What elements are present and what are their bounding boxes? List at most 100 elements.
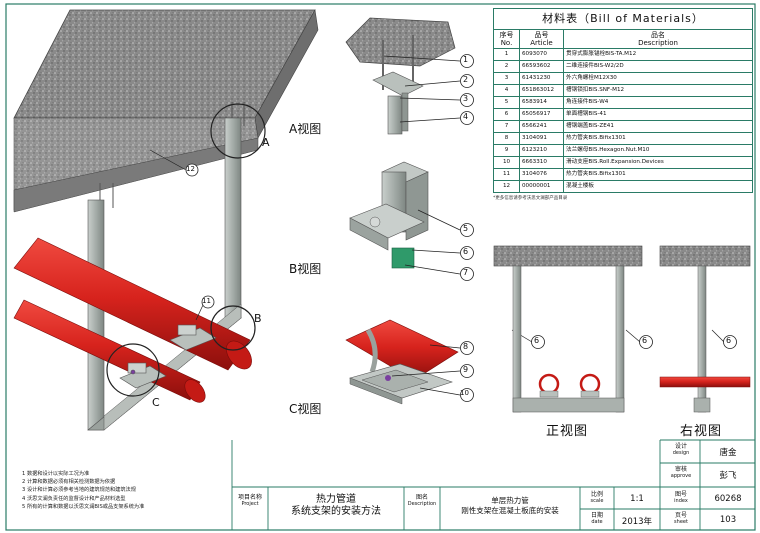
bom-row-description: 混凝土楼板 — [563, 180, 753, 193]
isometric-view — [13, 9, 319, 431]
bom-row-number: 6 — [493, 108, 520, 121]
right-elevation — [659, 245, 751, 413]
bom-row-description: 槽钢端盖BIS-ZE41 — [563, 120, 753, 133]
callout-9: 9 — [463, 365, 469, 374]
index-label: 图号 index — [674, 491, 688, 504]
index-value: 60268 — [714, 494, 742, 504]
detail-label-c: C — [152, 396, 160, 409]
scale-label: 比例 scale — [590, 491, 604, 504]
general-notes: 1 数据和设计以实际工况为准 2 计算和数据必须有相关检测数据为依据 3 设计和… — [22, 470, 144, 511]
sheet-border — [5, 3, 756, 531]
approver-label: 审核 approve — [670, 466, 692, 479]
detail-label-a: A — [262, 136, 270, 149]
callout-10: 10 — [460, 389, 469, 397]
bom-row-number: 5 — [493, 96, 520, 109]
detail-circle-c — [106, 343, 160, 397]
callout-12: 12 — [186, 165, 195, 173]
bom-row-number: 7 — [493, 120, 520, 133]
bom-row-article: 6566241 — [519, 120, 564, 133]
project-label: 项目名称 Project — [237, 494, 262, 507]
sheet-value: 103 — [719, 515, 737, 525]
bom-row-description: 外六角螺栓M12X30 — [563, 72, 753, 85]
detail-label-b: B — [254, 312, 262, 325]
callout-1: 1 — [463, 55, 469, 64]
callout-3: 3 — [463, 94, 469, 103]
designer-label: 设计 design — [672, 443, 690, 456]
bom-row-article: 6093070 — [519, 48, 564, 61]
callout-11-circle — [201, 295, 215, 309]
title-block-grid — [231, 439, 755, 530]
bom-row-article: 6583914 — [519, 96, 564, 109]
bom-footnote: *更多信息请参考沃思文澜部产品目录 — [493, 196, 568, 201]
bom-row-number: 2 — [493, 60, 520, 73]
detail-circle-a — [210, 103, 266, 159]
callout-5: 5 — [463, 224, 469, 233]
bom-row-article: 3104091 — [519, 132, 564, 145]
callout-11: 11 — [202, 297, 211, 305]
bom-row-number: 8 — [493, 132, 520, 145]
view-title-front: 正视图 — [546, 424, 589, 439]
bom-row-article: 6123210 — [519, 144, 564, 157]
callout-6-right-view: 6 — [726, 336, 732, 345]
bom-row-number: 1 — [493, 48, 520, 61]
callout-2: 2 — [463, 75, 469, 84]
sheet-label: 页号 sheet — [674, 512, 688, 525]
bom-row-description: 二维连接件BIS-W2/2D — [563, 60, 753, 73]
bom-row-description: 滑动支座BIS.Roll.Expansion.Devices — [563, 156, 753, 169]
note-line: 4 沃思文澜负责任的监督设计和产品材料选型 — [22, 495, 126, 502]
bom-row-article: 3104076 — [519, 168, 564, 181]
callout-6-front-left: 6 — [534, 336, 540, 345]
scale-value: 1:1 — [630, 494, 644, 504]
detail-circle-b — [210, 305, 256, 351]
note-line: 5 所有的计算和数据以沃思文澜BIS或品支架系统为准 — [22, 503, 145, 510]
bom-row-number: 12 — [493, 180, 520, 193]
concrete-slab — [13, 9, 319, 213]
view-title-a: A视图 — [289, 122, 322, 136]
callout-leaders — [383, 55, 725, 396]
bom-row-description: 热力管夹BIS.Bifix1301 — [563, 168, 753, 181]
view-title-b: B视图 — [289, 262, 322, 276]
bom-row-description: 热力管夹BIS.Bifix1301 — [563, 132, 753, 145]
callout-6: 6 — [463, 247, 469, 256]
pipe-supports — [119, 324, 217, 389]
view-title-c: C视图 — [289, 402, 322, 416]
detail-b-view — [349, 161, 429, 269]
bom-row-article: 00000001 — [519, 180, 564, 193]
drawing-title: 单层热力管 刚性支架在混凝土板底的安装 — [461, 496, 559, 515]
bom-row-article: 66593602 — [519, 60, 564, 73]
front-elevation — [493, 245, 643, 413]
callout-12-circle — [185, 163, 199, 177]
detail-c-view — [345, 319, 459, 405]
note-line: 3 设计和计算必须参考当地的建筑规范和建筑法规 — [22, 487, 136, 494]
bom-row-article: 61431230 — [519, 72, 564, 85]
designer-name: 唐金 — [719, 448, 737, 458]
bom-row-article: 6663310 — [519, 156, 564, 169]
date-label: 日期 date — [590, 512, 603, 525]
approver-name: 彭飞 — [719, 471, 737, 481]
view-title-right: 右视图 — [680, 424, 723, 439]
bom-title: 材料表（Bill of Materials） — [493, 8, 753, 29]
bom-row-description: 法兰螺母BIS.Hexagon.Nut.M10 — [563, 144, 753, 157]
bom-row-number: 10 — [493, 156, 520, 169]
callout-circles — [460, 54, 737, 402]
drawing-title-label: 图名 Description — [407, 494, 437, 507]
project-name: 热力管道 系统支架的安装方法 — [291, 494, 381, 517]
bom-row-description: 角连接件BIS-W4 — [563, 96, 753, 109]
detail-a-view — [345, 17, 456, 135]
callout-8: 8 — [463, 342, 469, 351]
